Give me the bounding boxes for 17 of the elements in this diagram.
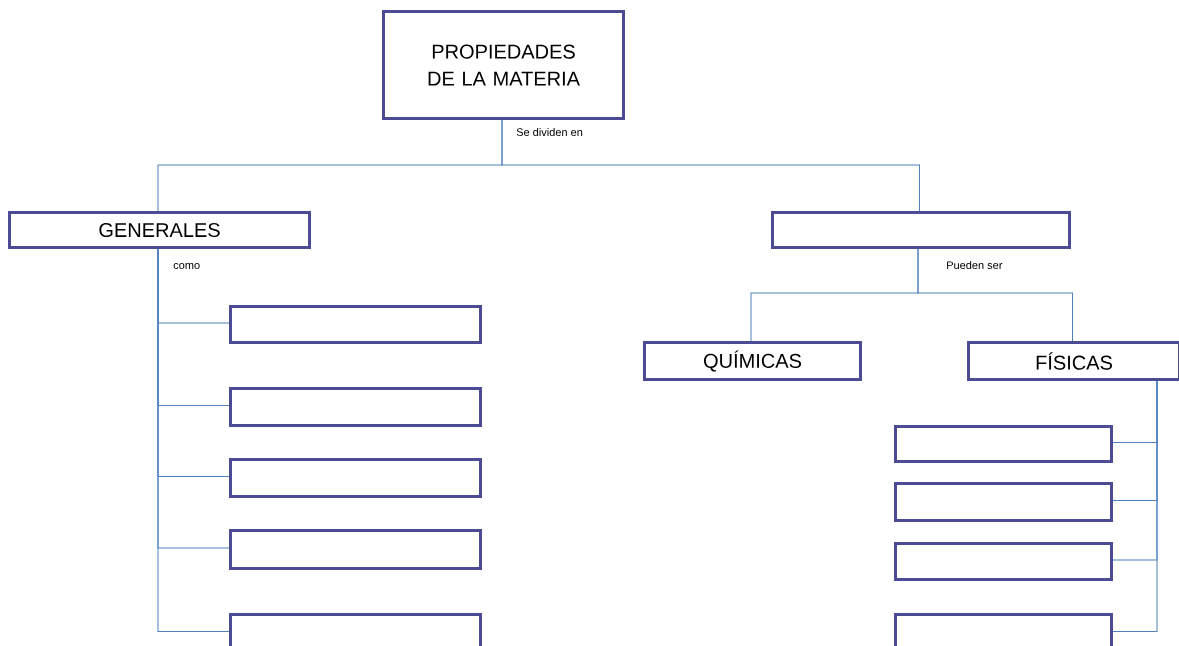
concept-box: FÍSICAS: [967, 341, 1179, 381]
edge-label: Pueden ser: [945, 259, 1004, 271]
empty-box: [894, 425, 1113, 463]
empty-box: [229, 387, 482, 427]
empty-box: [894, 613, 1113, 646]
concept-box: GENERALES: [8, 211, 311, 249]
empty-box: [771, 211, 1071, 249]
empty-box: [229, 458, 482, 498]
edge-label: Se dividen en: [515, 126, 584, 138]
concept-box: QUÍMICAS: [643, 341, 862, 381]
empty-box: [894, 542, 1113, 581]
edge-label: como: [172, 262, 202, 270]
empty-box: [894, 482, 1113, 522]
empty-box: [229, 529, 482, 570]
concept-box: PROPIEDADES DE LA MATERIA: [382, 10, 625, 120]
empty-box: [229, 305, 482, 344]
empty-box: [229, 613, 482, 646]
